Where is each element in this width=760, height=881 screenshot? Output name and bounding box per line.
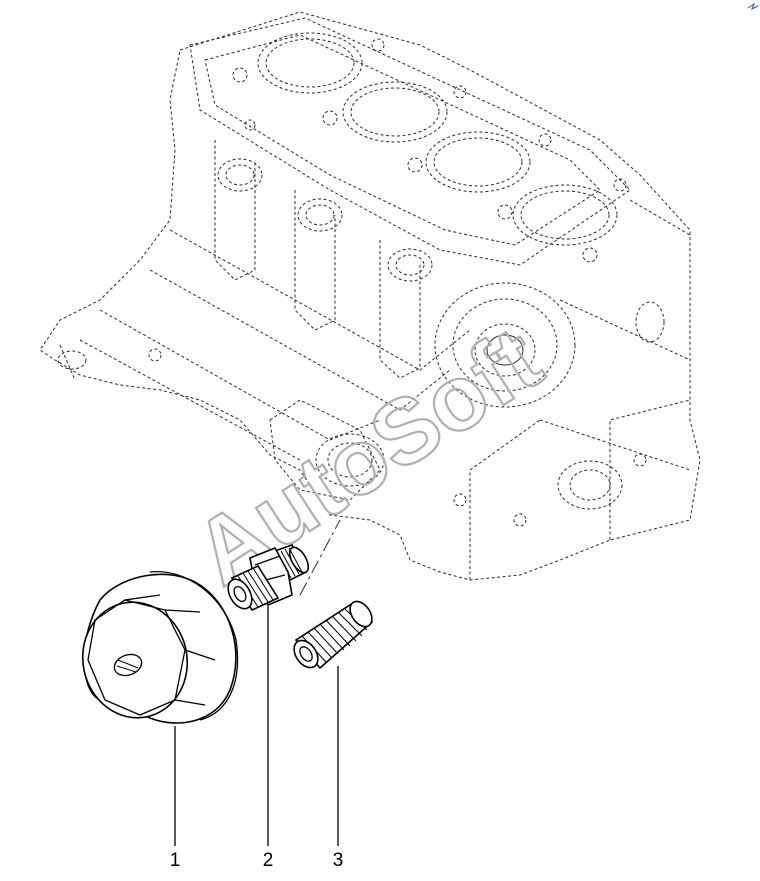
threaded-fitting (227, 544, 310, 612)
engine-block-outline (39, 11, 701, 581)
threaded-stud (293, 600, 374, 670)
svg-text:AutoSoft: AutoSoft (177, 308, 558, 605)
callout-label-3: 3 (333, 850, 344, 871)
watermark: AutoSoft (176, 307, 559, 606)
oil-filter (81, 570, 239, 724)
callout-label-1: 1 (170, 850, 181, 871)
assembly-centerline (299, 519, 341, 596)
callout-label-2: 2 (263, 850, 274, 871)
corner-mark (747, 2, 759, 11)
